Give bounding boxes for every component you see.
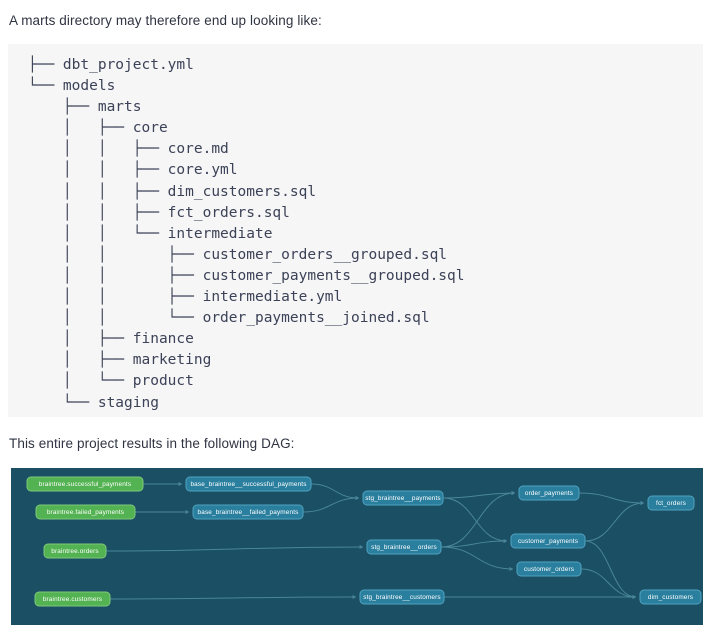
dag-edge-arrow-icon <box>359 544 363 550</box>
directory-tree-code-block: ├── dbt_project.yml └── models ├── marts… <box>8 44 703 417</box>
dag-node-label: base_braintree__successful_payments <box>190 481 306 488</box>
dag-edge <box>578 492 645 504</box>
dag-node-label: braintree.failed_payments <box>47 509 124 516</box>
dag-edge-arrow-icon <box>355 495 359 501</box>
dag-node-box[interactable] <box>43 543 107 559</box>
dag-node-base_braintree__failed_payments[interactable]: base_braintree__failed_payments <box>192 504 304 520</box>
dag-node-box[interactable] <box>639 589 702 605</box>
dag-node-box[interactable] <box>510 533 586 549</box>
dag-node-braintree_customers[interactable]: braintree.customers <box>34 591 111 607</box>
dag-edge <box>440 540 508 548</box>
dag-edge <box>584 540 637 598</box>
dag-node-dim_customers[interactable]: dim_customers <box>639 589 702 605</box>
dag-edge <box>442 492 516 499</box>
dag-node-box[interactable] <box>34 591 111 607</box>
dag-edge-arrow-icon <box>632 594 636 600</box>
dag-node-label: braintree.successful_payments <box>39 481 131 488</box>
dag-node-label: stg_braintree__orders <box>371 544 437 551</box>
dag-edge <box>442 497 508 542</box>
dag-edge <box>310 483 360 499</box>
dag-node-braintree_failed_payments[interactable]: braintree.failed_payments <box>35 504 136 520</box>
dag-node-box[interactable] <box>35 504 136 520</box>
dag-node-base_braintree__successful_payments[interactable]: base_braintree__successful_payments <box>185 476 312 492</box>
dag-node-box[interactable] <box>185 476 312 492</box>
dag-diagram-panel[interactable]: braintree.successful_payments braintree.f… <box>11 468 703 625</box>
dag-edge <box>302 497 360 513</box>
dag-node-customer_payments[interactable]: customer_payments <box>510 533 586 549</box>
dag-node-label: dim_customers <box>648 594 693 601</box>
dag-node-label: order_payments <box>525 490 573 497</box>
dag-edge-arrow-icon <box>185 509 189 515</box>
dag-edge <box>440 546 514 570</box>
dag-node-box[interactable] <box>366 539 442 555</box>
intro-text: A marts directory may therefore end up l… <box>9 13 322 28</box>
dag-edge <box>584 502 645 542</box>
dag-node-box[interactable] <box>647 495 695 511</box>
dag-edge-arrow-icon <box>640 500 644 506</box>
dag-edge <box>105 546 364 552</box>
dag-node-label: fct_orders <box>656 500 686 507</box>
dag-node-label: braintree.customers <box>43 596 102 603</box>
dag-node-label: stg_braintree__customers <box>363 594 441 601</box>
dag-node-label: stg_braintree__payments <box>365 495 441 502</box>
dag-node-customer_orders[interactable]: customer_orders <box>516 561 582 577</box>
dag-node-stg_braintree__payments[interactable]: stg_braintree__payments <box>362 490 444 506</box>
dag-node-braintree_successful_payments[interactable]: braintree.successful_payments <box>26 476 144 492</box>
dag-edge <box>580 568 637 598</box>
dag-edge <box>109 596 357 600</box>
dag-node-box[interactable] <box>359 589 445 605</box>
dag-node-layer[interactable]: braintree.successful_payments braintree.f… <box>26 476 702 607</box>
dag-node-order_payments[interactable]: order_payments <box>518 485 580 501</box>
dag-node-label: braintree.orders <box>51 548 99 555</box>
dag-edge-arrow-icon <box>511 490 515 496</box>
dag-node-label: customer_payments <box>518 538 578 545</box>
dag-node-box[interactable] <box>362 490 444 506</box>
dag-caption: This entire project results in the follo… <box>9 436 295 451</box>
dag-edge-arrow-icon <box>352 594 356 600</box>
dag-edge-arrow-icon <box>503 538 507 544</box>
dag-node-label: base_braintree__failed_payments <box>198 509 299 516</box>
dag-edge <box>440 492 516 548</box>
dag-edge-arrow-icon <box>178 481 182 487</box>
dag-node-box[interactable] <box>516 561 582 577</box>
dag-node-label: customer_orders <box>524 566 574 573</box>
dag-node-box[interactable] <box>518 485 580 501</box>
dag-node-braintree_orders[interactable]: braintree.orders <box>43 543 107 559</box>
dag-edge-layer <box>105 481 645 600</box>
dag-node-box[interactable] <box>192 504 304 520</box>
dag-node-fct_orders[interactable]: fct_orders <box>647 495 695 511</box>
dag-node-stg_braintree__customers[interactable]: stg_braintree__customers <box>359 589 445 605</box>
dag-node-box[interactable] <box>26 476 144 492</box>
directory-tree-content: ├── dbt_project.yml └── models ├── marts… <box>28 57 465 411</box>
dag-edge-arrow-icon <box>509 566 513 572</box>
dag-graph[interactable]: braintree.successful_payments braintree.f… <box>11 468 703 625</box>
dag-node-stg_braintree__orders[interactable]: stg_braintree__orders <box>366 539 442 555</box>
